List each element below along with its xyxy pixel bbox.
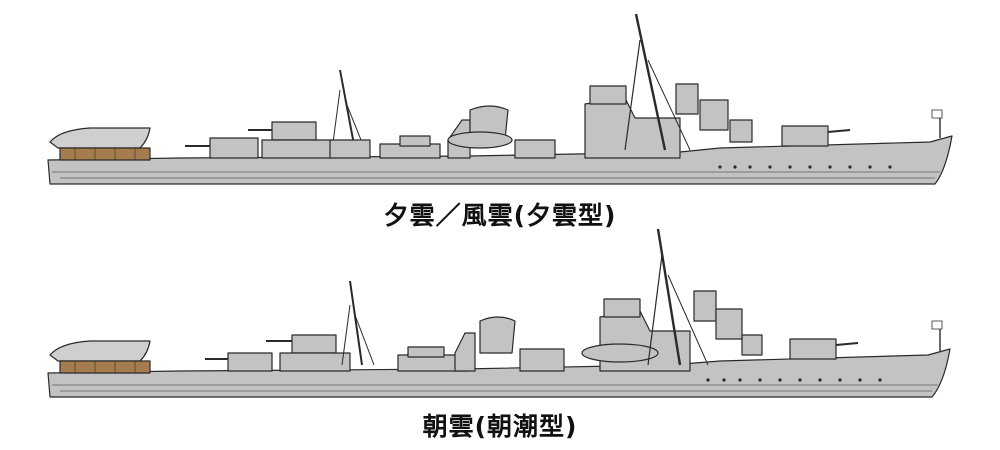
funnel-front (479, 316, 516, 354)
funnel-rear (454, 332, 476, 372)
bridge-top (589, 85, 627, 105)
aft-mast (339, 69, 356, 151)
gun-turret-1 (789, 338, 837, 360)
gun-turret-2 (271, 121, 317, 141)
gun-turret-2 (291, 334, 337, 354)
aft-mast (349, 280, 363, 366)
bridge-base (584, 97, 681, 159)
ship-illustration-bottom (0, 225, 1000, 410)
boat-rack (59, 360, 151, 374)
stern-boat (49, 340, 151, 362)
ship-illustration-top (0, 0, 1000, 200)
fore-mast (656, 228, 682, 366)
torpedo-mount (399, 135, 431, 147)
gun-turret-1 (781, 125, 829, 147)
fore-mast (634, 13, 667, 151)
ship-caption-top: 夕雲／風雲(夕雲型) (383, 201, 617, 230)
bridge-top (603, 298, 641, 318)
stern-boat (49, 127, 151, 149)
gun-turret-3 (227, 352, 273, 372)
ship-drawing-bottom (47, 228, 951, 398)
gun-turret-3 (209, 137, 259, 159)
ship-caption-bottom: 朝雲(朝潮型) (422, 412, 578, 441)
ship-drawing-top (47, 13, 953, 185)
torpedo-mount (407, 346, 445, 358)
boat-rack (59, 147, 151, 161)
